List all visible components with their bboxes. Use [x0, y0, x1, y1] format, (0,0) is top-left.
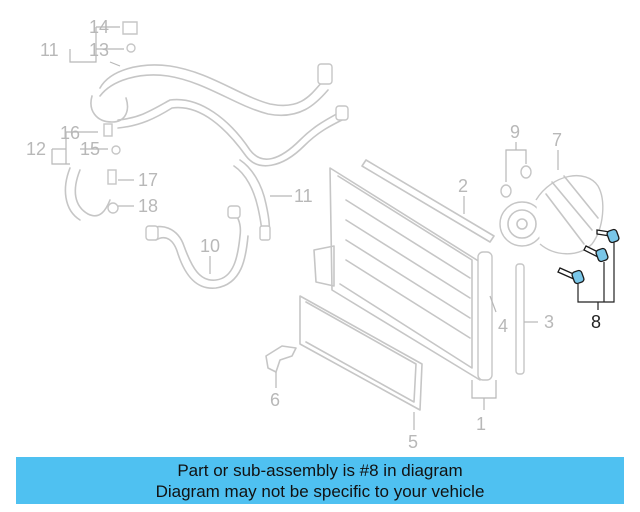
hose-assembly: [64, 21, 349, 221]
callout-13: 13: [89, 40, 109, 60]
hose-10: [145, 205, 249, 289]
callout-4: 4: [498, 316, 508, 336]
dryer-tube-3: [515, 263, 525, 375]
o-rings-9: [500, 165, 532, 198]
callout-labels: 1 2 3 4 5 6 7 8 9 10 11 11 12 13 14 15 1…: [26, 17, 601, 452]
callout-7: 7: [552, 130, 562, 150]
condenser: [313, 167, 493, 381]
callout-18: 18: [138, 196, 158, 216]
banner-line-2: Diagram may not be specific to your vehi…: [155, 482, 485, 501]
shroud-panel-5: [299, 295, 423, 411]
callout-6: 6: [270, 390, 280, 410]
callout-11-upper: 11: [40, 40, 59, 60]
info-banner: Part or sub-assembly is #8 in diagram Di…: [16, 457, 624, 504]
bolts-8: [557, 228, 620, 285]
callout-8: 8: [591, 312, 601, 332]
banner-line-1: Part or sub-assembly is #8 in diagram: [177, 461, 463, 480]
callout-15: 15: [80, 139, 100, 159]
callout-14: 14: [89, 17, 109, 37]
callout-12: 12: [26, 139, 46, 159]
callout-9: 9: [510, 122, 520, 142]
callout-3: 3: [544, 312, 554, 332]
callout-17: 17: [138, 170, 158, 190]
compressor-7: [499, 174, 604, 255]
bracket-6: [265, 345, 297, 373]
callout-2: 2: [458, 176, 468, 196]
seal-strip-2: [361, 159, 495, 243]
parts-diagram: 1 2 3 4 5 6 7 8 9 10 11 11 12 13 14 15 1…: [26, 17, 620, 452]
bolt-8b: [583, 245, 609, 263]
callout-1: 1: [476, 414, 486, 434]
bolt-8a: [596, 228, 620, 244]
callout-10: 10: [200, 236, 220, 256]
leader-lines: [51, 26, 615, 430]
callout-16: 16: [60, 123, 80, 143]
bolt-8c: [557, 267, 585, 285]
callout-11-lower: 11: [294, 186, 313, 206]
callout-5: 5: [408, 432, 418, 452]
hose-11-lower: [233, 159, 271, 241]
